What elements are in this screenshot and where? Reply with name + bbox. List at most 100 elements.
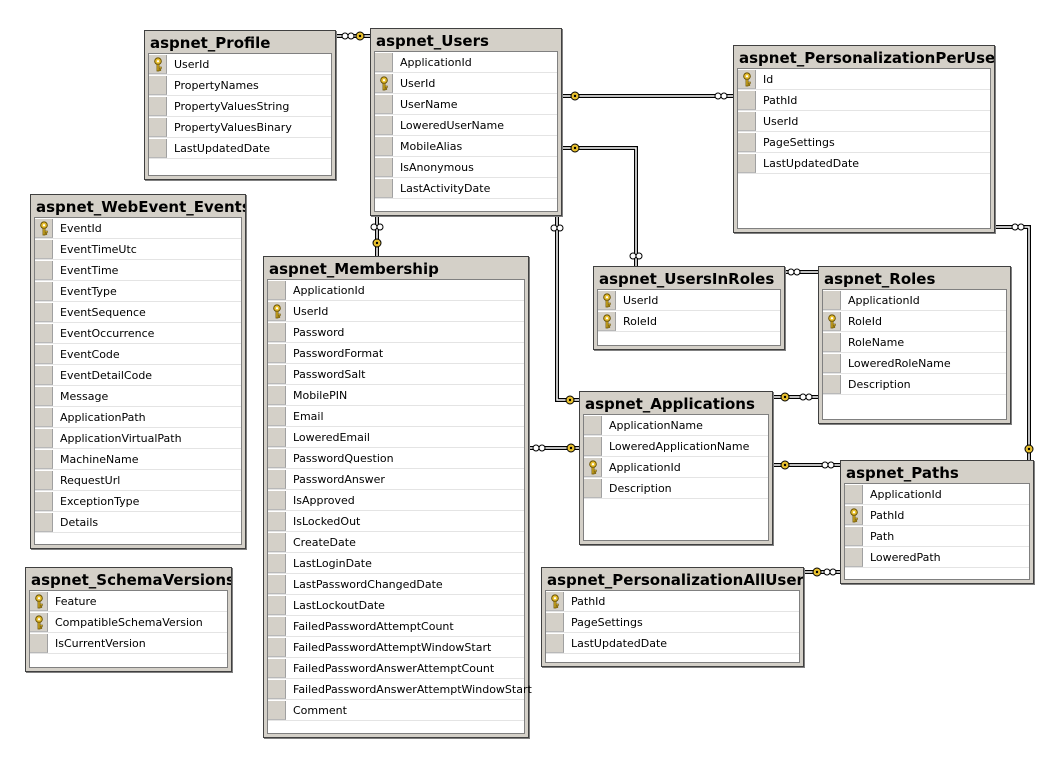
row-selector[interactable]: [375, 136, 393, 156]
column-row[interactable]: Details: [35, 512, 241, 533]
row-selector[interactable]: [268, 637, 286, 657]
row-selector[interactable]: [268, 595, 286, 615]
row-selector[interactable]: [584, 478, 602, 498]
column-row[interactable]: Description: [823, 374, 1006, 395]
column-row[interactable]: ApplicationId: [268, 280, 524, 301]
row-selector[interactable]: [35, 323, 53, 343]
column-row[interactable]: FailedPasswordAttemptWindowStart: [268, 637, 524, 658]
row-selector[interactable]: [375, 94, 393, 114]
table-title[interactable]: aspnet_Applications: [585, 395, 755, 413]
row-selector[interactable]: [35, 302, 53, 322]
column-row[interactable]: PathId: [546, 591, 799, 612]
row-selector[interactable]: [375, 157, 393, 177]
relationship-line[interactable]: [555, 216, 579, 402]
column-row[interactable]: Description: [584, 478, 768, 499]
row-selector[interactable]: [268, 511, 286, 531]
row-selector[interactable]: [823, 311, 841, 331]
row-selector[interactable]: [845, 505, 863, 525]
column-row[interactable]: ApplicationId: [845, 484, 1029, 505]
column-row[interactable]: ApplicationId: [584, 457, 768, 478]
column-row[interactable]: EventCode: [35, 344, 241, 365]
column-row[interactable]: FailedPasswordAnswerAttemptWindowStart: [268, 679, 532, 700]
column-row[interactable]: LastUpdatedDate: [546, 633, 799, 654]
column-row[interactable]: Comment: [268, 700, 524, 721]
column-row[interactable]: PageSettings: [738, 132, 990, 153]
row-selector[interactable]: [30, 633, 48, 653]
column-row[interactable]: LoweredUserName: [375, 115, 557, 136]
table-title[interactable]: aspnet_SchemaVersions: [31, 571, 231, 589]
column-row[interactable]: LastActivityDate: [375, 178, 557, 199]
column-row[interactable]: FailedPasswordAttemptCount: [268, 616, 524, 637]
column-row[interactable]: ApplicationVirtualPath: [35, 428, 241, 449]
table-title[interactable]: aspnet_PersonalizationPerUser: [739, 49, 994, 67]
column-row[interactable]: EventDetailCode: [35, 365, 241, 386]
column-row[interactable]: MobilePIN: [268, 385, 524, 406]
column-row[interactable]: PasswordAnswer: [268, 469, 524, 490]
column-row[interactable]: MobileAlias: [375, 136, 557, 157]
column-row[interactable]: IsAnonymous: [375, 157, 557, 178]
row-selector[interactable]: [35, 449, 53, 469]
row-selector[interactable]: [35, 260, 53, 280]
column-row[interactable]: PasswordFormat: [268, 343, 524, 364]
column-row[interactable]: UserId: [598, 290, 780, 311]
row-selector[interactable]: [30, 591, 48, 611]
table-title[interactable]: aspnet_Users: [376, 32, 489, 50]
row-selector[interactable]: [268, 658, 286, 678]
column-row[interactable]: UserId: [375, 73, 557, 94]
row-selector[interactable]: [375, 52, 393, 72]
column-row[interactable]: EventId: [35, 218, 241, 239]
row-selector[interactable]: [268, 532, 286, 552]
row-selector[interactable]: [268, 679, 286, 699]
row-selector[interactable]: [149, 117, 167, 137]
row-selector[interactable]: [375, 73, 393, 93]
table-title[interactable]: aspnet_Profile: [150, 34, 271, 52]
column-row[interactable]: PropertyNames: [149, 75, 331, 96]
column-row[interactable]: LastUpdatedDate: [738, 153, 990, 174]
row-selector[interactable]: [738, 132, 756, 152]
row-selector[interactable]: [35, 365, 53, 385]
column-row[interactable]: PasswordSalt: [268, 364, 524, 385]
column-row[interactable]: Path: [845, 526, 1029, 547]
column-row[interactable]: PathId: [738, 90, 990, 111]
column-row[interactable]: CompatibleSchemaVersion: [30, 612, 227, 633]
row-selector[interactable]: [375, 178, 393, 198]
row-selector[interactable]: [268, 364, 286, 384]
column-row[interactable]: EventOccurrence: [35, 323, 241, 344]
row-selector[interactable]: [598, 311, 616, 331]
row-selector[interactable]: [584, 415, 602, 435]
column-row[interactable]: PropertyValuesBinary: [149, 117, 331, 138]
row-selector[interactable]: [845, 526, 863, 546]
column-row[interactable]: ApplicationId: [375, 52, 557, 73]
column-row[interactable]: RequestUrl: [35, 470, 241, 491]
row-selector[interactable]: [35, 386, 53, 406]
column-row[interactable]: Message: [35, 386, 241, 407]
row-selector[interactable]: [546, 633, 564, 653]
column-row[interactable]: EventTime: [35, 260, 241, 281]
row-selector[interactable]: [845, 547, 863, 567]
column-row[interactable]: MachineName: [35, 449, 241, 470]
table-title[interactable]: aspnet_PersonalizationAllUsers: [547, 571, 803, 589]
row-selector[interactable]: [268, 574, 286, 594]
row-selector[interactable]: [149, 138, 167, 158]
column-row[interactable]: ApplicationName: [584, 415, 768, 436]
row-selector[interactable]: [546, 612, 564, 632]
column-row[interactable]: LoweredPath: [845, 547, 1029, 568]
column-row[interactable]: UserId: [149, 54, 331, 75]
column-row[interactable]: Id: [738, 69, 990, 90]
row-selector[interactable]: [268, 385, 286, 405]
row-selector[interactable]: [738, 111, 756, 131]
column-row[interactable]: PropertyValuesString: [149, 96, 331, 117]
row-selector[interactable]: [268, 280, 286, 300]
row-selector[interactable]: [598, 290, 616, 310]
row-selector[interactable]: [738, 153, 756, 173]
column-row[interactable]: UserId: [268, 301, 524, 322]
column-row[interactable]: IsCurrentVersion: [30, 633, 227, 654]
row-selector[interactable]: [35, 239, 53, 259]
